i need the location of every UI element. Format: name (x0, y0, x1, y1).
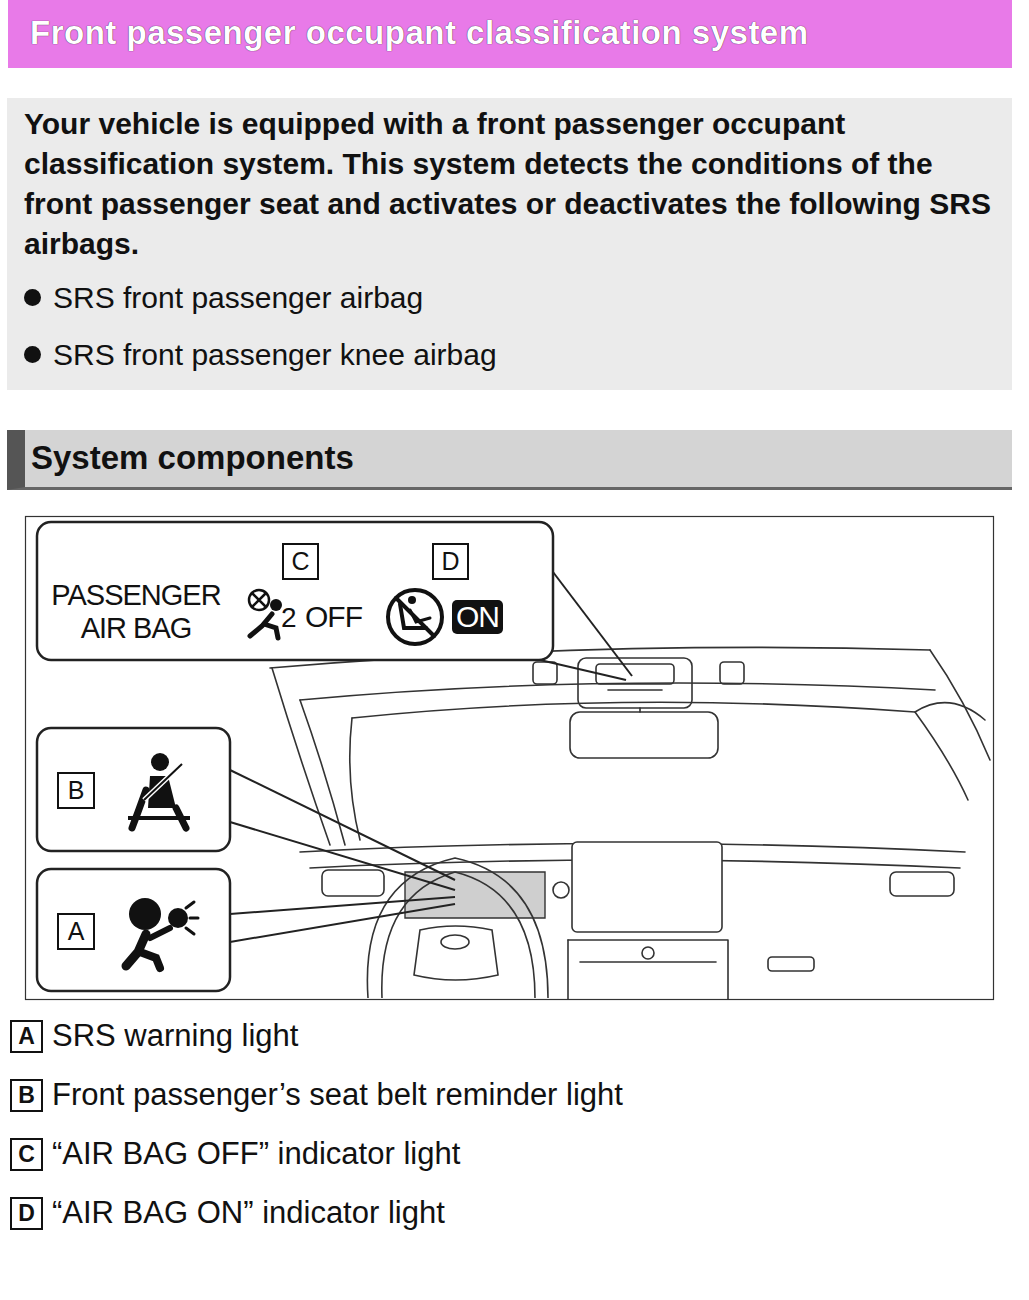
airbag-off-icon (249, 590, 282, 638)
intro-ground (7, 98, 1012, 390)
on-indicator: ON (452, 600, 503, 634)
callout-panel (37, 869, 230, 991)
leader-line (230, 572, 632, 942)
indicator-panel: PASSENGER AIR BAG OFF ON C D (37, 522, 553, 660)
legend-letter: A (10, 1020, 43, 1053)
callout-letter-text: D (441, 549, 459, 574)
legend-letter: C (10, 1138, 43, 1171)
legend-letter: D (10, 1197, 43, 1230)
title-bar (8, 0, 1012, 68)
panel-heading: PASSENGER AIR BAG (47, 579, 225, 645)
steering-wheel (367, 858, 548, 998)
bullet-text: SRS front passenger knee airbag (53, 338, 497, 371)
callout-letter: A (57, 913, 95, 950)
callout-letter-text: C (291, 549, 309, 574)
section-band: System components (7, 430, 1012, 490)
callout-letter-text: D (18, 1202, 35, 1225)
intro-text: Your vehicle is equipped with a front pa… (24, 104, 992, 264)
callout-letter: C (282, 543, 319, 580)
legend-text: “AIR BAG OFF” indicator light (52, 1134, 460, 1174)
callout-letter-text: A (68, 919, 85, 944)
bullet-item: SRS front passenger knee airbag (24, 335, 992, 375)
airbag-icon (126, 898, 198, 968)
legend-text: SRS warning light (52, 1016, 298, 1056)
callout-letter-text: B (68, 778, 85, 803)
seatbelt-icon (128, 753, 190, 828)
bullet-dot (24, 289, 41, 306)
cabin-drawing (270, 647, 990, 999)
callout-letter-text: B (18, 1084, 35, 1107)
legend-text: “AIR BAG ON” indicator light (52, 1193, 445, 1233)
legend-letter: B (10, 1079, 43, 1112)
bullet-text: SRS front passenger airbag (53, 281, 423, 314)
callout-letter-text: A (18, 1025, 35, 1048)
callout-letter: D (432, 543, 469, 580)
callout-letter-text: C (18, 1143, 35, 1166)
icon-number: 2 (281, 603, 297, 633)
section-heading: System components (31, 438, 354, 478)
callout-panel (37, 522, 553, 660)
callout-panel (37, 728, 230, 851)
legend-text: Front passenger’s seat belt reminder lig… (52, 1075, 623, 1115)
airbag-on-symbol (388, 590, 442, 644)
page-title: Front passenger occupant classification … (30, 0, 809, 66)
off-text: OFF (305, 599, 362, 635)
callout-letter: B (57, 772, 95, 809)
bullet-item: SRS front passenger airbag (24, 278, 992, 318)
bullet-dot (24, 346, 41, 363)
illustration-frame (26, 517, 994, 1000)
intro-panel: Your vehicle is equipped with a front pa… (7, 98, 1012, 390)
